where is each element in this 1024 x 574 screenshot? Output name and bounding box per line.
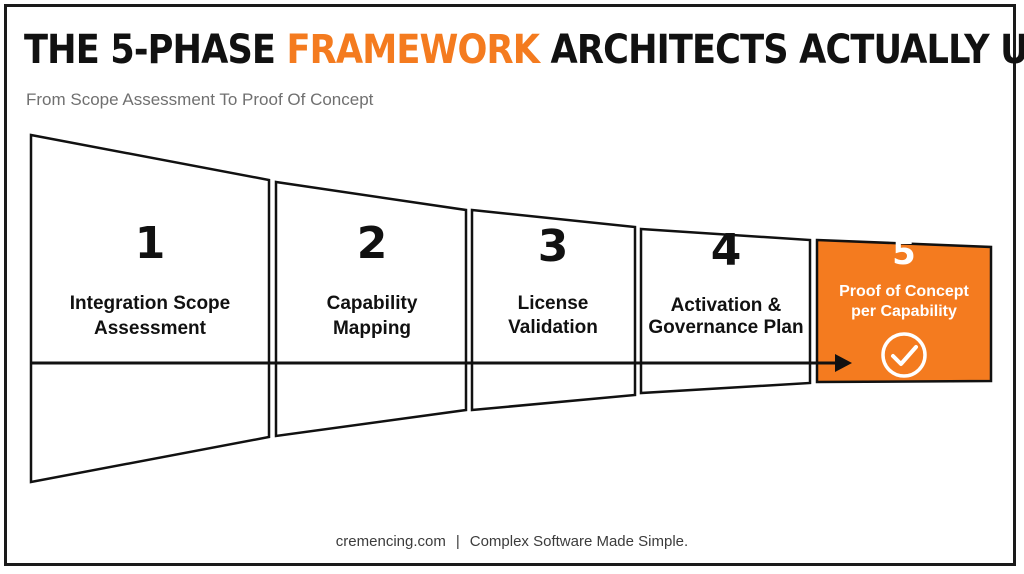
check-circle-icon (881, 332, 927, 378)
phase-5-label-line-2: per Capability (851, 303, 957, 320)
phase-4-number: 4 (711, 225, 742, 276)
footer: cremencing.com | Complex Software Made Sim… (0, 533, 1024, 550)
phase-1-label-line-2: Assessment (94, 318, 207, 339)
phase-1-panel (29, 133, 271, 484)
phase-2-panel (274, 180, 468, 438)
footer-tagline: Complex Software Made Simple. (469, 533, 689, 550)
page-subtitle: From Scope Assessment To Proof Of Concep… (26, 90, 374, 109)
phase-4-label-line-2: Governance Plan (648, 317, 803, 338)
phase-3-number: 3 (538, 221, 569, 272)
phase-3-label-line-1: License (518, 293, 589, 314)
phase-1-number: 1 (135, 218, 166, 269)
title-accent: FRAMEWORK (286, 27, 540, 73)
phase-3-panel (470, 208, 637, 412)
phase-2-label-line-2: Mapping (333, 318, 411, 339)
phase-1-label-line-1: Integration Scope (70, 293, 230, 314)
footer-site: cremencing.com (335, 533, 446, 550)
progress-arrow (31, 354, 852, 372)
phase-3-label-line-2: Validation (508, 317, 598, 338)
title-lead: THE 5-PHASE (24, 27, 287, 73)
phase-5-label-line-1: Proof of Concept (839, 283, 969, 300)
phase-5-panel (815, 238, 993, 384)
phase-5-number: 5 (892, 233, 916, 273)
footer-separator: | (455, 533, 460, 550)
page-title: THE 5-PHASE FRAMEWORK ARCHITECTS ACTUALL… (24, 26, 1024, 74)
title-tail: ARCHITECTS ACTUALLY USE (539, 27, 1024, 73)
phase-4-panel (639, 227, 812, 395)
phase-2-label-line-1: Capability (327, 293, 418, 314)
phase-4-label-line-1: Activation & (671, 295, 782, 316)
phase-2-number: 2 (357, 218, 388, 269)
